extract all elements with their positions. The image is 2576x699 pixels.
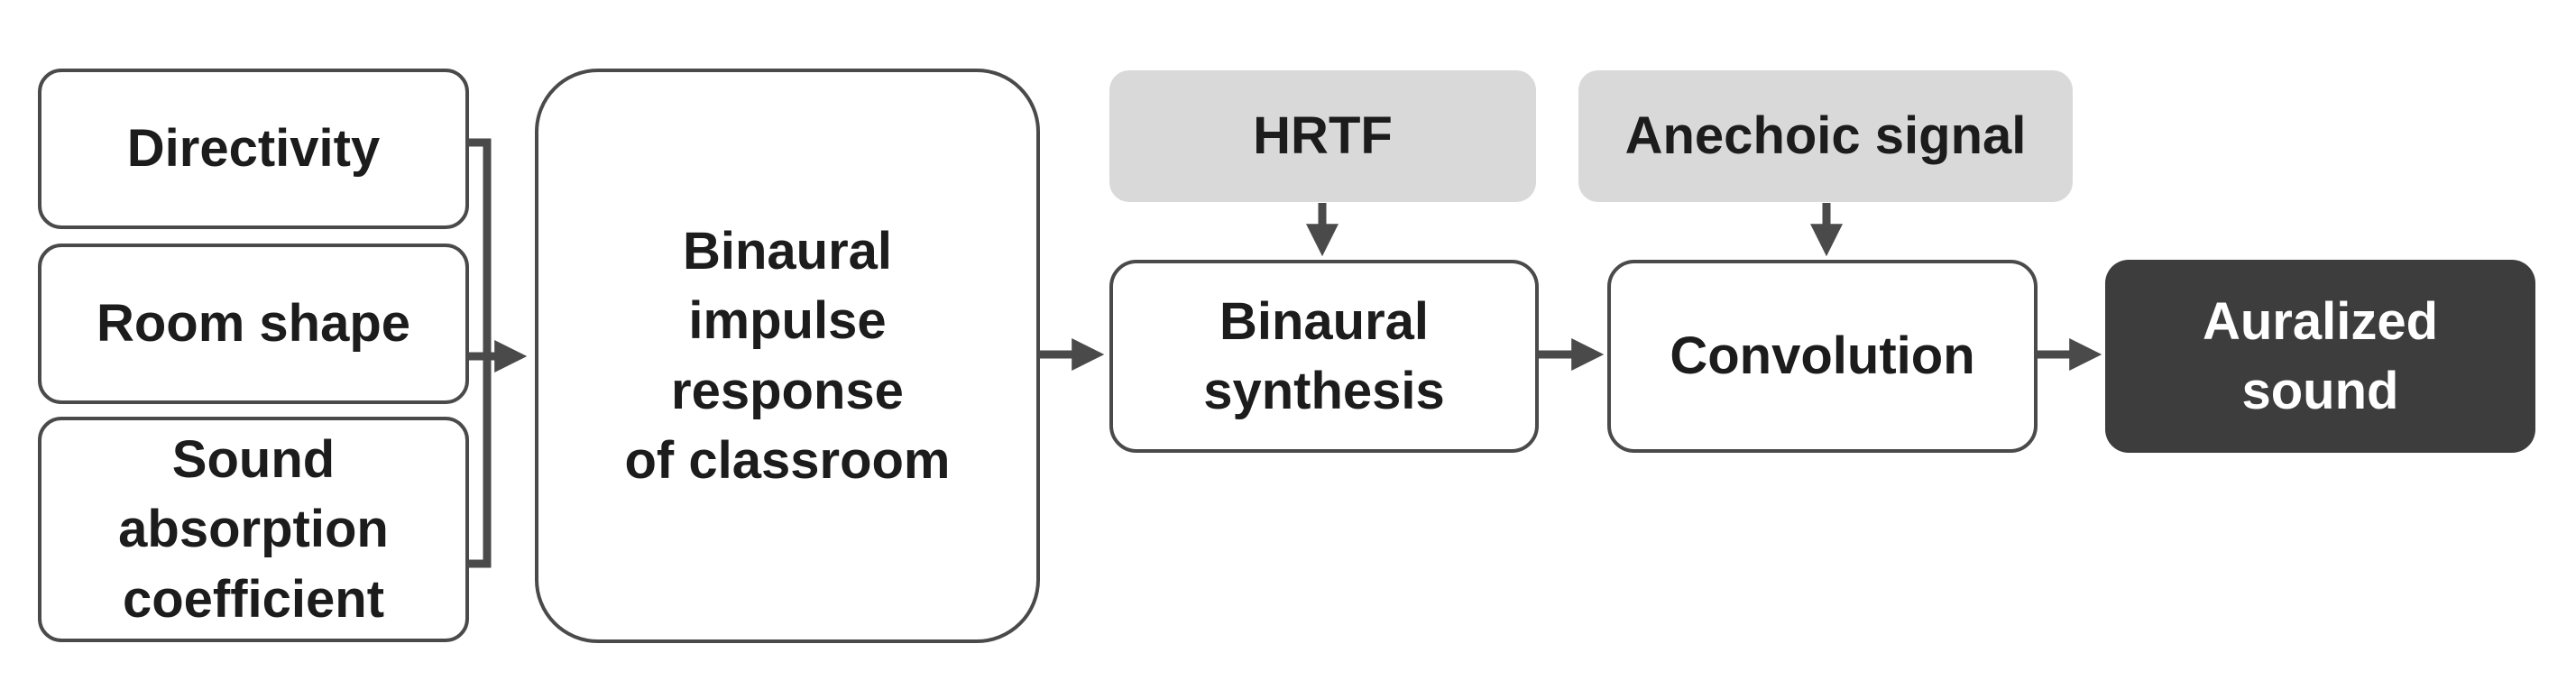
anechoic-signal-label: Anechoic signal — [1624, 106, 2027, 166]
convolution-label: Convolution — [1670, 327, 1975, 386]
room-shape-label: Room shape — [96, 294, 411, 354]
auralized-sound-box: Auralized sound — [2105, 260, 2535, 453]
anechoic-signal-box: Anechoic signal — [1578, 70, 2073, 202]
hrtf-label: HRTF — [1253, 106, 1393, 166]
impulse-response-label: Binaural impulse response of classroom — [624, 222, 951, 490]
binaural-synthesis-label: Binaural synthesis — [1203, 291, 1445, 420]
sound-absorption-label: Sound absorption coefficient — [118, 430, 389, 629]
directivity-label: Directivity — [126, 119, 381, 179]
hrtf-box: HRTF — [1109, 70, 1536, 202]
directivity-box: Directivity — [38, 69, 469, 229]
sound-absorption-box: Sound absorption coefficient — [38, 417, 469, 642]
auralized-sound-label: Auralized sound — [2202, 291, 2439, 420]
impulse-response-box: Binaural impulse response of classroom — [535, 69, 1040, 643]
convolution-box: Convolution — [1607, 260, 2038, 453]
binaural-synthesis-box: Binaural synthesis — [1109, 260, 1539, 453]
room-shape-box: Room shape — [38, 244, 469, 404]
